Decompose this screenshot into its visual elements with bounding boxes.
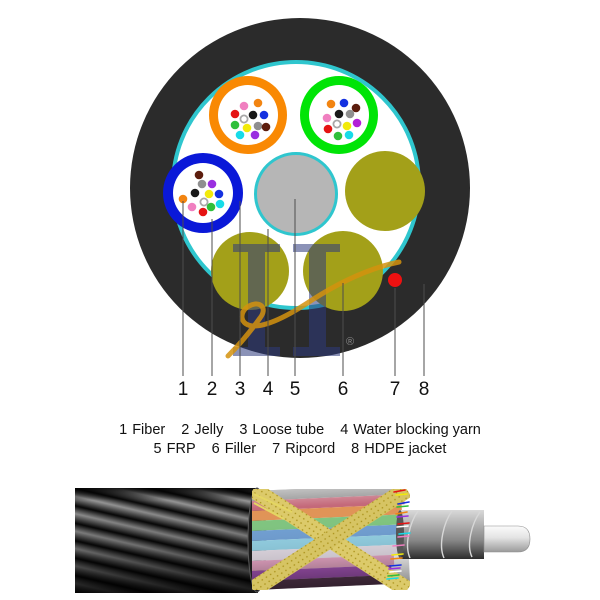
fiber-dot (344, 130, 354, 140)
legend-num: 4 (340, 422, 349, 438)
legend-num: 7 (272, 441, 281, 457)
fiber-dot (242, 123, 252, 133)
legend-entry-jelly: 2 Jelly (181, 422, 223, 438)
fiber-dot (178, 194, 188, 204)
loose-tube-orange (209, 76, 287, 154)
fiber-dot (326, 99, 336, 109)
legend-label: Loose tube (252, 422, 325, 438)
yarn-threads (253, 493, 293, 520)
legend-row-1: 1 Fiber 2 Jelly 3 Loose tube 4 Water blo… (0, 422, 600, 438)
callout-number-6: 6 (337, 379, 349, 400)
tube-bundle (252, 489, 410, 590)
fiber-dot (250, 130, 260, 140)
legend-num: 6 (211, 441, 220, 457)
fiber-dot (230, 109, 240, 119)
fiber-dot (253, 98, 263, 108)
fiber-dot (230, 120, 240, 130)
callout-number-2: 2 (206, 379, 218, 400)
legend-label: Filler (224, 441, 257, 457)
legend-num: 5 (153, 441, 162, 457)
fiber-dots (230, 98, 271, 140)
legend-label: Jelly (194, 422, 224, 438)
fiber-dot (339, 98, 349, 108)
legend-label: Water blocking yarn (353, 422, 481, 438)
leader-lines (182, 199, 425, 376)
fiber-dot (197, 179, 207, 189)
fiber-dot (322, 113, 332, 123)
watermark-logo (225, 244, 402, 359)
fiber-dot (207, 179, 217, 189)
fiber-dot (239, 101, 249, 111)
fiber-dot (239, 114, 249, 124)
fiber-dot (332, 119, 342, 129)
legend-num: 8 (351, 441, 360, 457)
fiber-dot (345, 109, 355, 119)
fiber-dot (342, 121, 352, 131)
loose-tube-green (300, 76, 378, 154)
legend-num: 1 (119, 422, 128, 438)
frp-rod-3d (483, 525, 531, 553)
fiber-dot (199, 197, 209, 207)
legend-label: FRP (166, 441, 196, 457)
legend-entry-loose-tube: 3 Loose tube (239, 422, 324, 438)
jacket-shading (75, 488, 258, 593)
watermark-swoosh (225, 259, 402, 359)
fiber-dot (198, 207, 208, 217)
legend-entry-ripcord: 7 Ripcord (272, 441, 335, 457)
fiber-dot (215, 199, 225, 209)
fiber-dot (214, 189, 224, 199)
callout-number-8: 8 (418, 379, 430, 400)
fiber-dot (352, 118, 362, 128)
fiber-dot (190, 188, 200, 198)
ripcord-dot (388, 273, 402, 287)
fiber-dot (194, 170, 204, 180)
legend-num: 3 (239, 422, 248, 438)
fiber-dot (253, 121, 263, 131)
legend-label: Ripcord (285, 441, 336, 457)
legend-entry-frp: 5 FRP (154, 441, 196, 457)
fiber-dot (206, 202, 216, 212)
filler-rod (345, 151, 425, 231)
legend-entry-water-blocking-yarn: 4 Water blocking yarn (340, 422, 481, 438)
legend-entry-filler: 6 Filler (212, 441, 257, 457)
legend-entry-fiber: 1 Fiber (119, 422, 165, 438)
jelly-area (218, 85, 278, 145)
fiber-dots (322, 98, 362, 141)
callout-number-4: 4 (262, 379, 274, 400)
bare-fibers (386, 489, 411, 580)
cable-photo (75, 487, 531, 593)
fiber-dot (323, 124, 333, 134)
fiber-dot (259, 110, 269, 120)
legend-label: Fiber (132, 422, 166, 438)
legend-num: 2 (181, 422, 190, 438)
fiber-dot (248, 110, 258, 120)
fiber-dot (204, 189, 214, 199)
legend-row-2: 5 FRP 6 Filler 7 Ripcord 8 HDPE jacket (0, 441, 600, 457)
cable-cross-section (130, 18, 470, 376)
callout-number-7: 7 (389, 379, 401, 400)
registered-trademark-symbol: ® (346, 336, 355, 348)
fiber-dot (351, 103, 361, 113)
callout-number-3: 3 (234, 379, 246, 400)
callout-number-1: 1 (177, 379, 189, 400)
callout-number-5: 5 (289, 379, 301, 400)
fiber-dot (187, 202, 197, 212)
fiber-dot (334, 109, 344, 119)
fiber-dot (261, 122, 271, 132)
frp-rod (254, 152, 338, 236)
fiber-dots (178, 170, 225, 217)
legend-entry-hdpe-jacket: 8 HDPE jacket (351, 441, 446, 457)
fiber-dot (235, 130, 245, 140)
legend-label: HDPE jacket (364, 441, 447, 457)
fiber-dot (333, 131, 343, 141)
loose-tube-blue (163, 153, 243, 233)
